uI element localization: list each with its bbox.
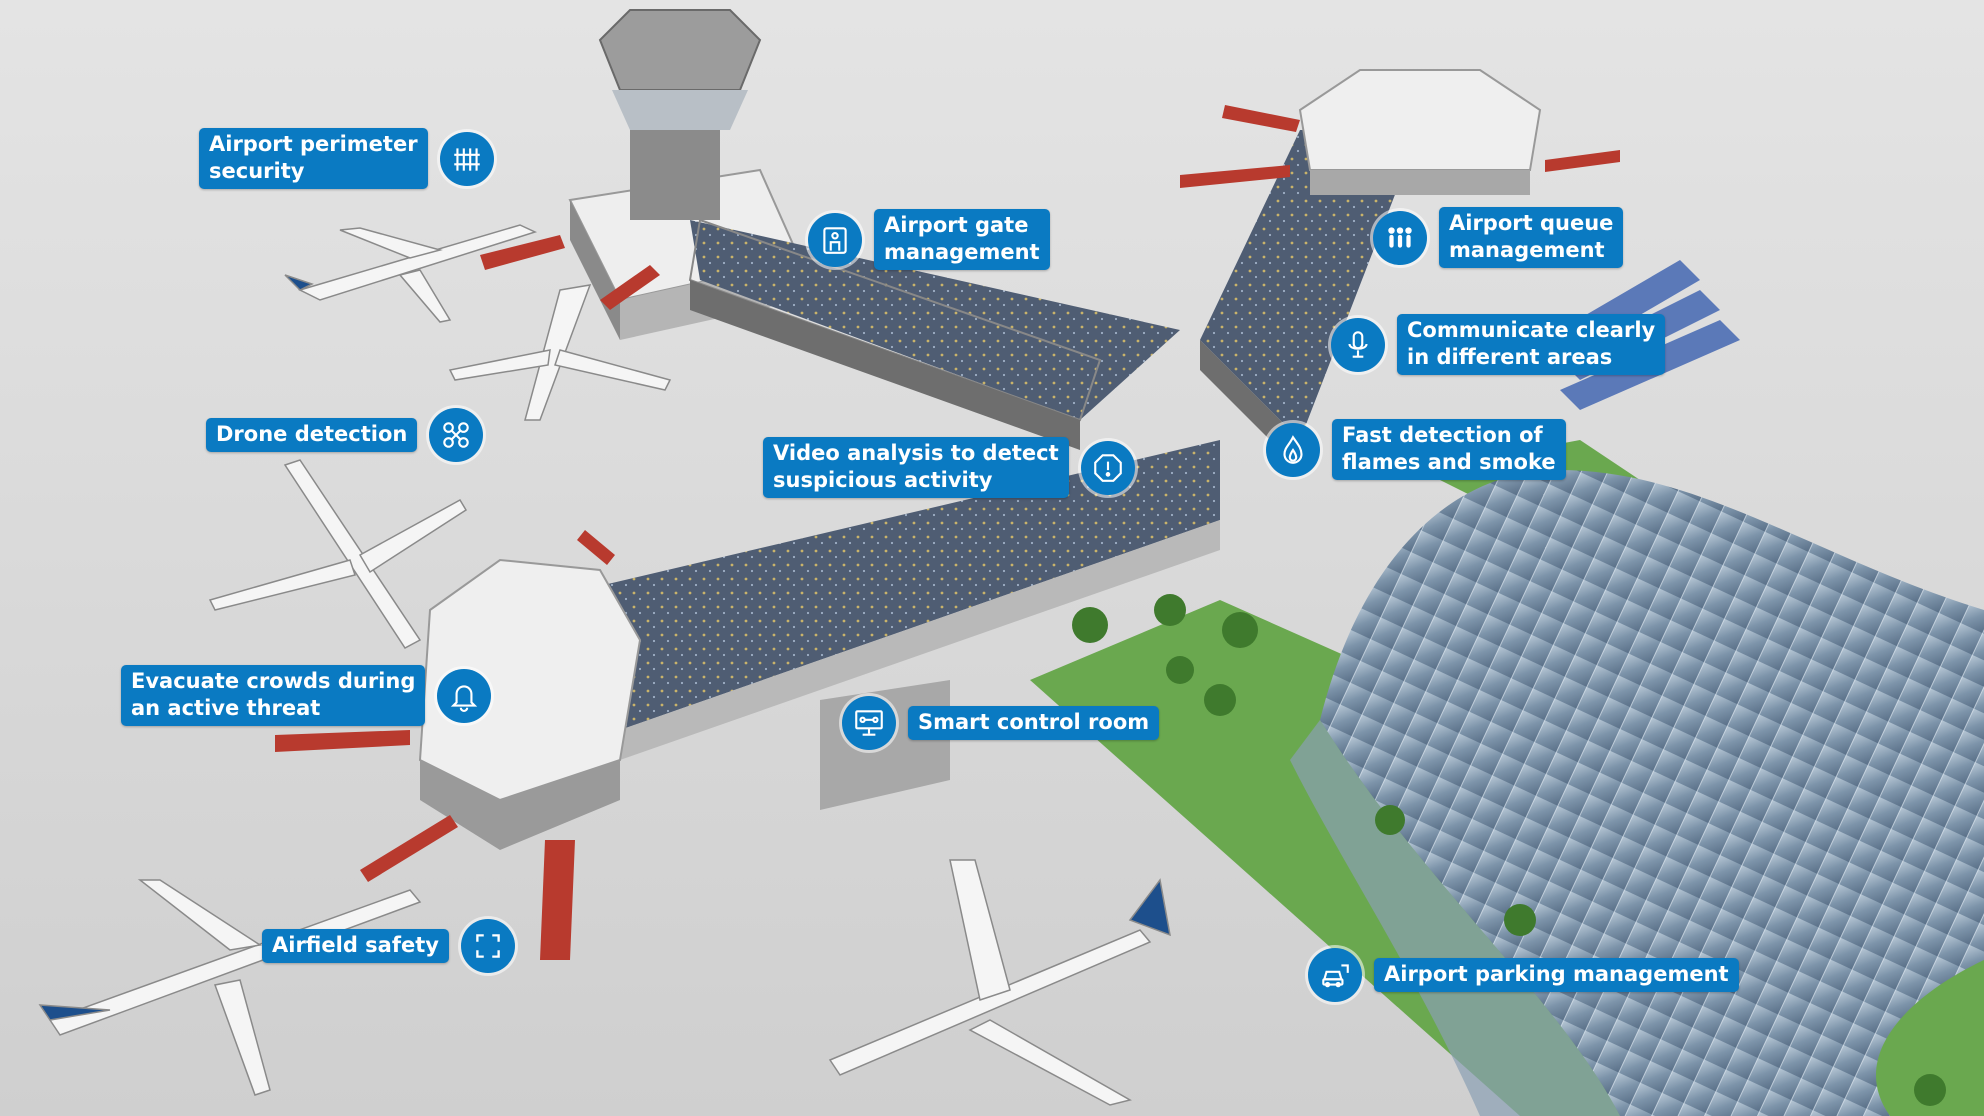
callout-label: Fast detection of flames and smoke <box>1332 419 1566 480</box>
upper-right-hub <box>1298 69 1542 195</box>
people-queue-icon[interactable] <box>1373 210 1427 265</box>
airplane <box>284 224 538 323</box>
callout-drone-detection[interactable]: Drone detection <box>206 408 484 462</box>
alert-shield-icon[interactable] <box>1080 440 1135 495</box>
fence-icon[interactable] <box>439 131 494 186</box>
callout-label: Smart control room <box>908 706 1160 740</box>
callout-label: Airport parking management <box>1374 958 1739 992</box>
callout-airport-parking-management[interactable]: Airport parking management <box>1308 948 1739 1002</box>
airplane <box>828 859 1171 1106</box>
callout-label: Communicate clearly in different areas <box>1397 314 1666 375</box>
terminal-glass-roof <box>1320 470 1984 1116</box>
callout-communicate-clearly[interactable]: Communicate clearly in different areas <box>1331 314 1666 375</box>
callout-label: Evacuate crowds during an active threat <box>121 665 426 726</box>
callout-label: Airport queue management <box>1439 207 1624 268</box>
jet-bridges <box>275 105 1620 960</box>
airplane <box>208 459 468 649</box>
car-parking-icon[interactable] <box>1308 948 1362 1002</box>
lower-concourse <box>540 440 1220 810</box>
flame-icon[interactable] <box>1266 422 1320 477</box>
drone-icon[interactable] <box>429 408 484 462</box>
bell-icon[interactable] <box>437 668 492 723</box>
airplanes <box>38 224 1171 1106</box>
callout-label: Drone detection <box>206 418 418 452</box>
callout-airfield-safety[interactable]: Airfield safety <box>262 919 515 973</box>
frame-corners-icon[interactable] <box>460 919 515 973</box>
lower-left-hub <box>418 558 642 850</box>
callout-label: Airport gate management <box>874 209 1050 270</box>
callout-label: Airport perimeter security <box>199 128 428 189</box>
main-concourse <box>688 218 1180 450</box>
callout-label: Airfield safety <box>262 929 449 963</box>
airplane <box>448 284 672 421</box>
callout-airport-queue-management[interactable]: Airport queue management <box>1373 207 1624 268</box>
callout-airport-gate-management[interactable]: Airport gate management <box>808 209 1050 270</box>
gate-scanner-icon[interactable] <box>808 212 862 267</box>
trees <box>1072 594 1946 1106</box>
callout-label: Video analysis to detect suspicious acti… <box>763 437 1069 498</box>
callout-airport-perimeter-security[interactable]: Airport perimeter security <box>199 128 494 189</box>
callout-smart-control-room[interactable]: Smart control room <box>842 696 1160 750</box>
callout-fast-detection-flames[interactable]: Fast detection of flames and smoke <box>1266 419 1566 480</box>
terminal-glass-front <box>1290 720 1620 1116</box>
microphone-icon[interactable] <box>1331 317 1385 372</box>
callout-video-analysis[interactable]: Video analysis to detect suspicious acti… <box>763 437 1135 498</box>
monitor-network-icon[interactable] <box>842 696 896 750</box>
control-tower <box>598 9 762 220</box>
callout-evacuate-crowds[interactable]: Evacuate crowds during an active threat <box>121 665 492 726</box>
